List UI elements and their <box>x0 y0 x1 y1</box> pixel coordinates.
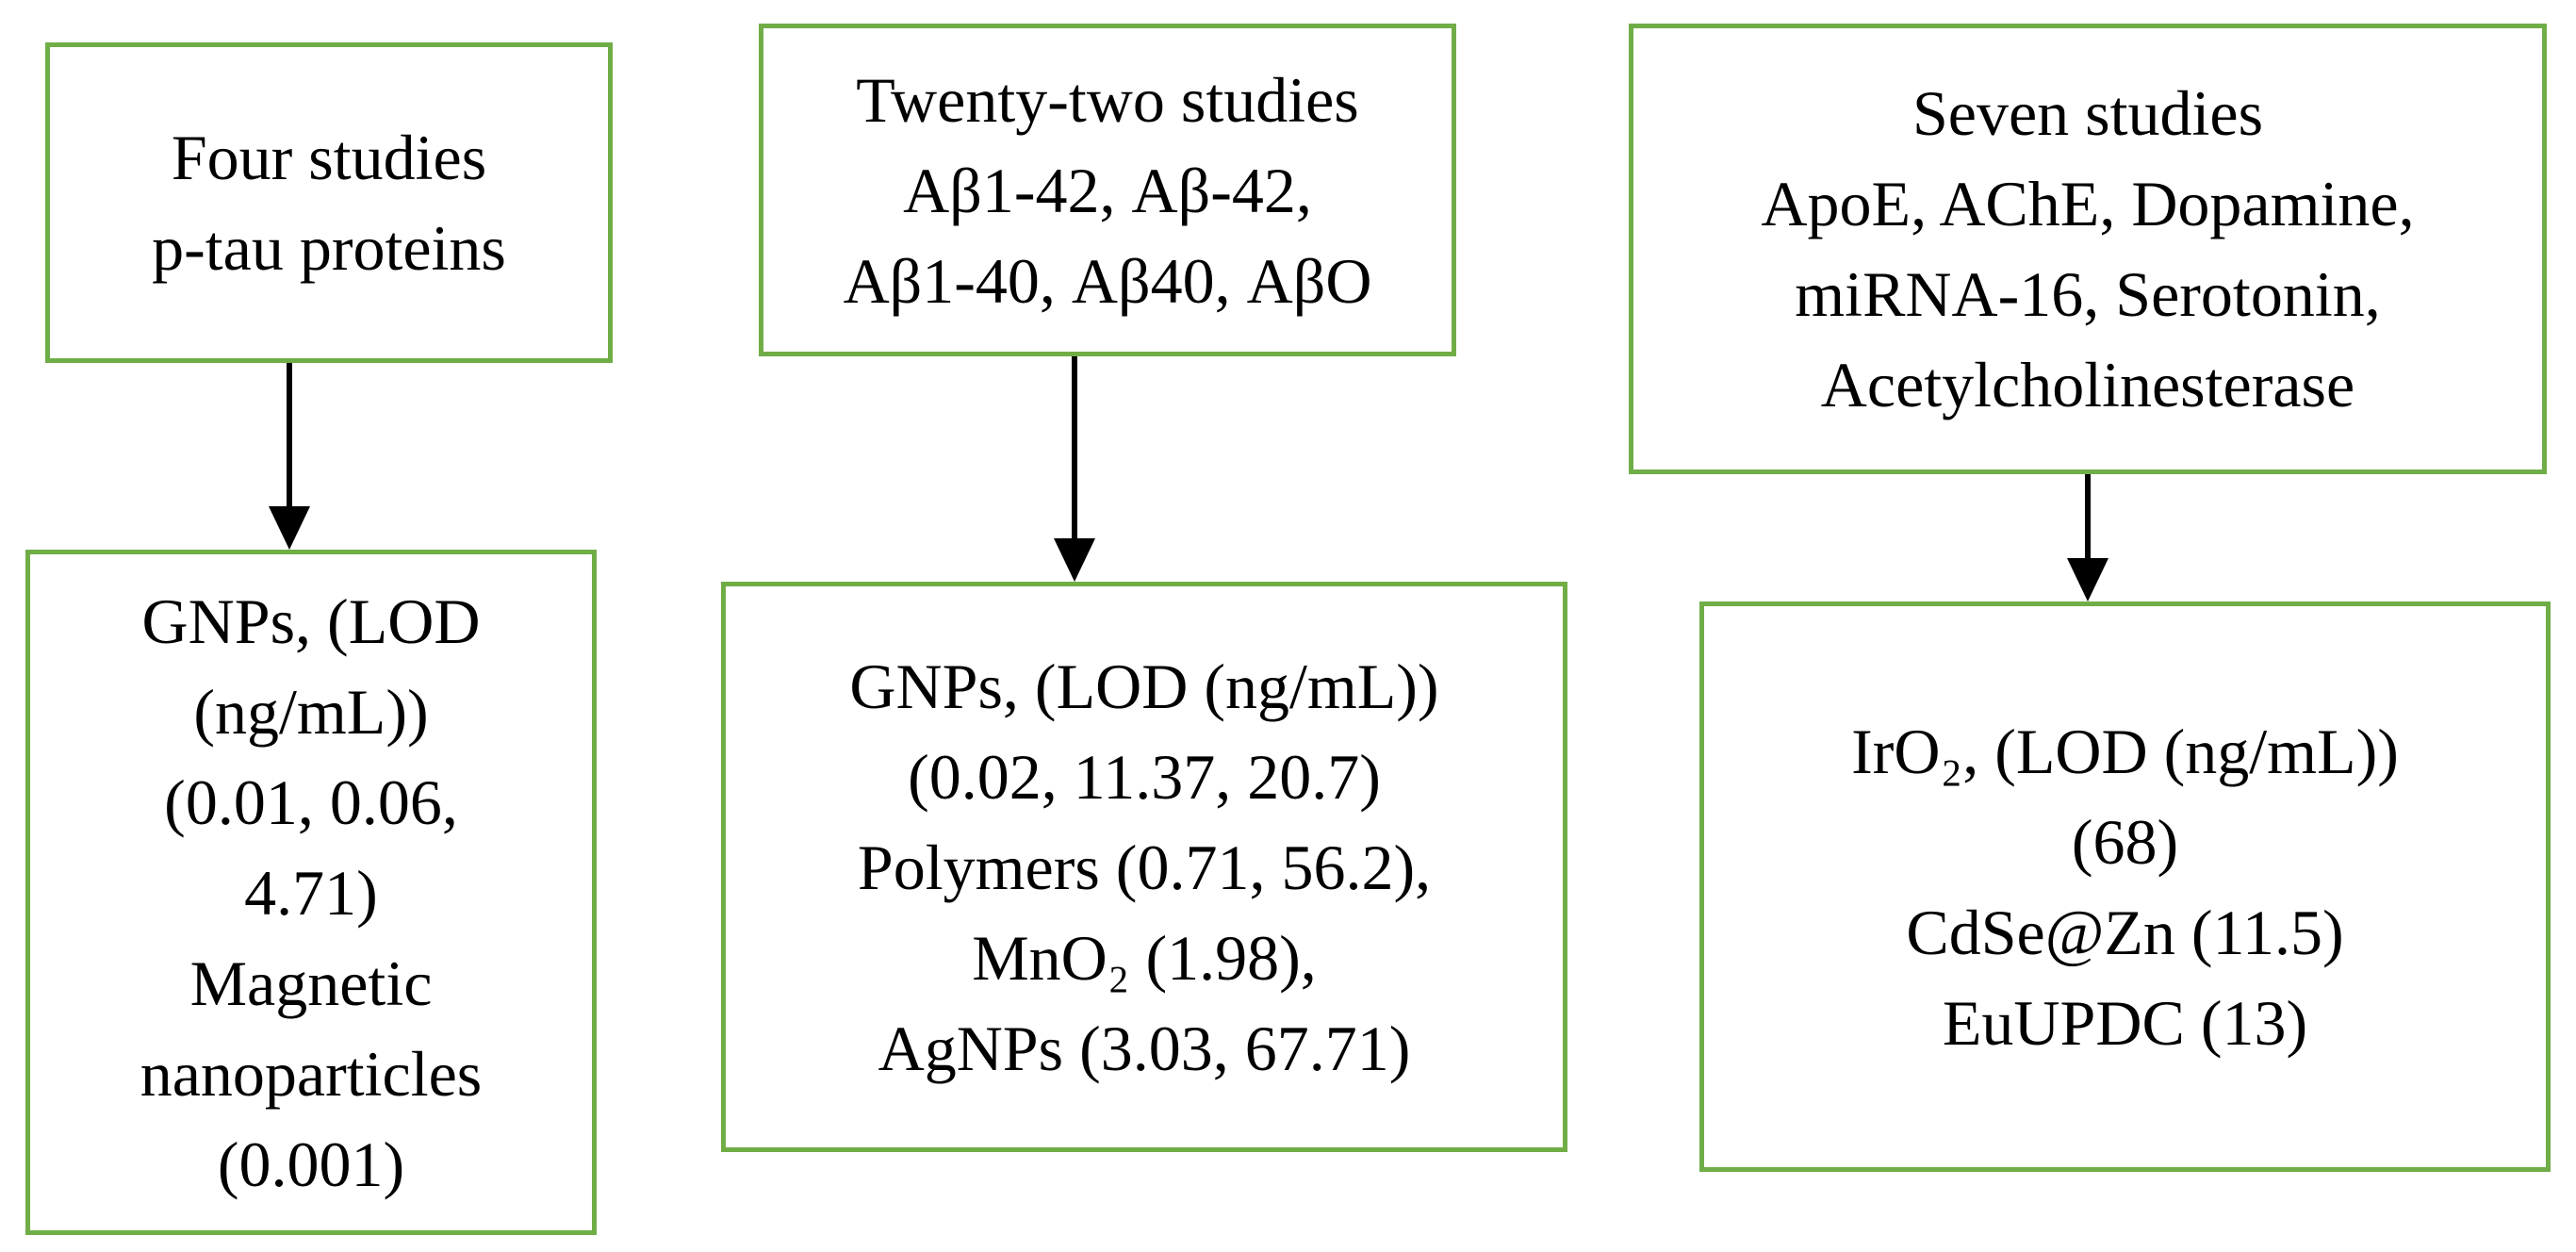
text-line: CdSe@Zn (11.5) <box>1906 896 2344 968</box>
text-line: nanoparticles <box>139 1037 483 1110</box>
text-line: p-tau proteins <box>152 212 506 284</box>
text-line: miRNA-16, Serotonin, <box>1795 258 2381 330</box>
arrow-shaft <box>1072 356 1077 542</box>
text-line: Magnetic <box>189 947 433 1019</box>
text-line: IrO₂, (LOD (ng/mL)) <box>1851 715 2399 787</box>
text-line: (68) <box>2071 805 2179 878</box>
box-abeta-nanomaterials-lod: GNPs, (LOD (ng/mL)) (0.02, 11.37, 20.7) Po… <box>721 582 1567 1152</box>
arrow-shaft <box>287 363 292 510</box>
text-line: EuUPDC (13) <box>1942 986 2308 1059</box>
text-line: Twenty-two studies <box>856 63 1359 136</box>
arrow-shaft <box>2085 474 2091 562</box>
box-other-nanomaterials-lod: IrO₂, (LOD (ng/mL)) (68) CdSe@Zn (11.5) EuU… <box>1699 601 2551 1172</box>
text-line: (ng/mL)) <box>193 675 429 748</box>
text-line: GNPs, (LOD <box>141 585 481 657</box>
text-line: Aβ1-42, Aβ-42, <box>903 154 1312 226</box>
text-line: (0.001) <box>217 1128 405 1200</box>
box-four-studies-ptau: Four studies p-tau proteins <box>45 42 613 363</box>
text-line: ApoE, AChE, Dopamine, <box>1761 168 2415 239</box>
arrow-head-icon <box>269 506 310 550</box>
down-arrow-middle-connector <box>1054 356 1095 582</box>
text-line: Seven studies <box>1911 77 2264 149</box>
text-line: Acetylcholinesterase <box>1820 349 2355 420</box>
box-ptau-nanomaterials-lod: GNPs, (LOD (ng/mL)) (0.01, 0.06, 4.71) Magne… <box>25 550 597 1235</box>
text-line: (0.01, 0.06, <box>164 766 458 838</box>
arrow-head-icon <box>1054 538 1095 582</box>
text-line: Four studies <box>171 122 487 193</box>
text-line: MnO₂ (1.98), <box>972 921 1317 994</box>
arrow-head-icon <box>2067 558 2108 601</box>
text-line: Aβ1-40, Aβ40, AβO <box>843 244 1372 317</box>
text-line: AgNPs (3.03, 67.71) <box>878 1012 1411 1084</box>
text-line: Polymers (0.71, 56.2), <box>857 831 1432 903</box>
text-line: 4.71) <box>244 856 378 929</box>
text-line: GNPs, (LOD (ng/mL)) <box>849 650 1439 722</box>
text-line: (0.02, 11.37, 20.7) <box>908 740 1381 813</box>
down-arrow-right-connector <box>2067 474 2108 601</box>
down-arrow-left-connector <box>269 363 310 550</box>
